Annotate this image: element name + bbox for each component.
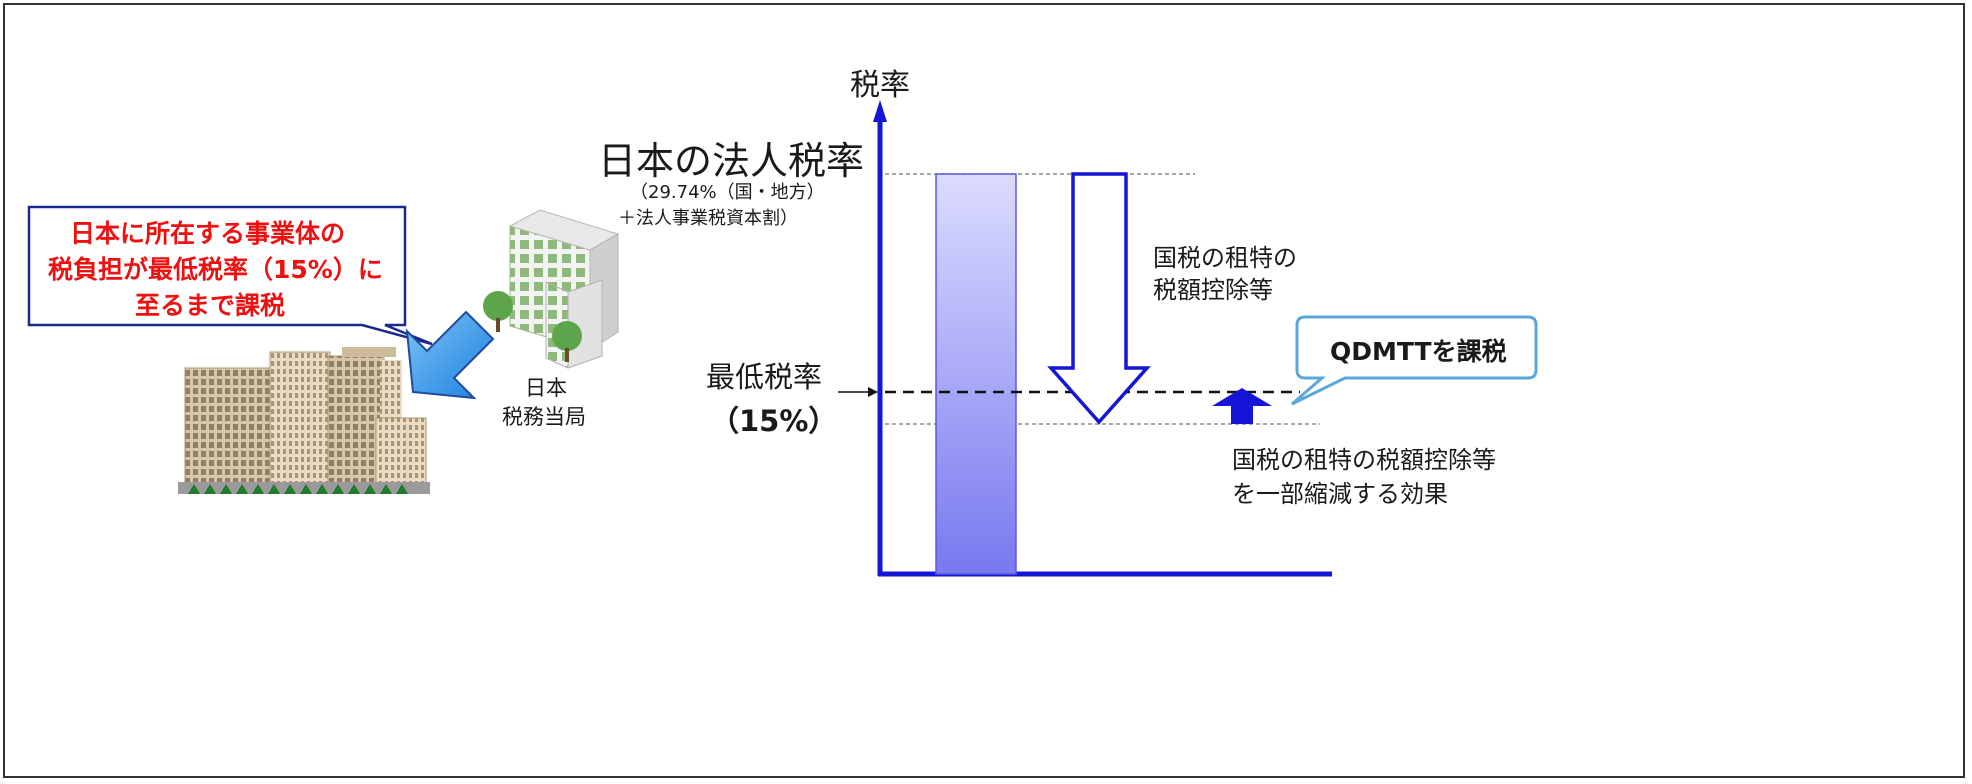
japan-rate-detail-line2: ＋法人事業税資本割） xyxy=(618,208,798,229)
minimum-rate-value: （15%） xyxy=(710,404,838,438)
company-buildings-icon xyxy=(178,347,430,494)
callout-line2-pre: 税負担が最低税率（ xyxy=(48,255,274,284)
effect-line1: 国税の租特の税額控除等 xyxy=(1232,446,1496,474)
qdmtt-label: QDMTTを課税 xyxy=(1330,337,1507,366)
effect-line2: を一部縮減する効果 xyxy=(1232,480,1448,508)
callout-line2: 税負担が最低税率（15%）に xyxy=(48,250,383,286)
japan-rate-bar xyxy=(935,173,1017,575)
authority-line1: 日本 xyxy=(525,376,567,400)
callout-line2-bold: 15% xyxy=(273,255,333,284)
tax-credit-down-arrow xyxy=(1047,172,1151,425)
qdmtt-up-arrow xyxy=(1212,388,1272,424)
figure-frame xyxy=(3,3,1965,778)
y-axis-label: 税率 xyxy=(850,68,910,103)
minimum-rate-pointer-head xyxy=(868,387,878,397)
japan-rate-detail-line1: （29.74%（国・地方） xyxy=(630,182,825,203)
minimum-rate-label: 最低税率 xyxy=(706,360,823,394)
qdmtt-callout-box xyxy=(1291,315,1538,406)
callout-line1: 日本に所在する事業体の xyxy=(70,219,346,248)
authority-line2: 税務当局 xyxy=(502,405,586,429)
japan-rate-title: 日本の法人税率 xyxy=(598,139,865,183)
y-axis-arrowhead xyxy=(873,100,887,122)
callout-line2-post: ）に xyxy=(332,255,383,284)
callout-line3: 至るまで課税 xyxy=(135,291,286,320)
blue-arrow-icon xyxy=(405,310,495,400)
domestic-credit-line1: 国税の租特の xyxy=(1153,244,1297,272)
domestic-credit-line2: 税額控除等 xyxy=(1153,276,1273,304)
tax-office-building-icon xyxy=(483,209,620,369)
